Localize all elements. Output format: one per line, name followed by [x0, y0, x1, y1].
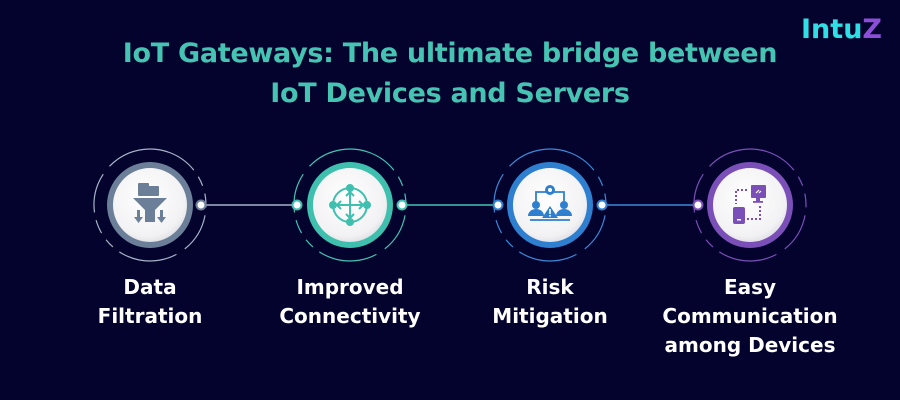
- step-improved-connectivity: [291, 148, 408, 262]
- label-improved-connectivity: Improved Connectivity: [250, 273, 450, 331]
- step-easy-communication: [692, 148, 807, 262]
- label-line: Data: [123, 275, 177, 299]
- devices-communication-icon: [733, 185, 766, 224]
- funnel-filter-icon: [133, 183, 167, 223]
- title-line-2: IoT Devices and Servers: [270, 78, 630, 109]
- label-line: among Devices: [664, 333, 836, 357]
- label-line: Communication: [662, 304, 838, 328]
- label-line: Risk: [526, 275, 574, 299]
- label-data-filtration: Data Filtration: [50, 273, 250, 331]
- page-title: IoT Gateways: The ultimate bridge betwee…: [0, 34, 900, 114]
- risk-people-warning-icon: [528, 185, 572, 221]
- step-risk-mitigation: [492, 148, 608, 262]
- network-arrows-icon: [332, 187, 368, 223]
- label-line: Improved: [296, 275, 404, 299]
- intuz-logo: IntuZ: [801, 14, 882, 45]
- label-line: Easy: [723, 275, 777, 299]
- title-line-1: IoT Gateways: The ultimate bridge betwee…: [122, 38, 778, 69]
- label-risk-mitigation: Risk Mitigation: [450, 273, 650, 331]
- label-line: Mitigation: [492, 304, 608, 328]
- logo-text: Intu: [801, 14, 863, 45]
- step-data-filtration: [93, 148, 207, 262]
- label-line: Filtration: [97, 304, 203, 328]
- label-easy-communication: Easy Communication among Devices: [650, 273, 850, 360]
- logo-accent: Z: [862, 14, 882, 45]
- label-line: Connectivity: [279, 304, 421, 328]
